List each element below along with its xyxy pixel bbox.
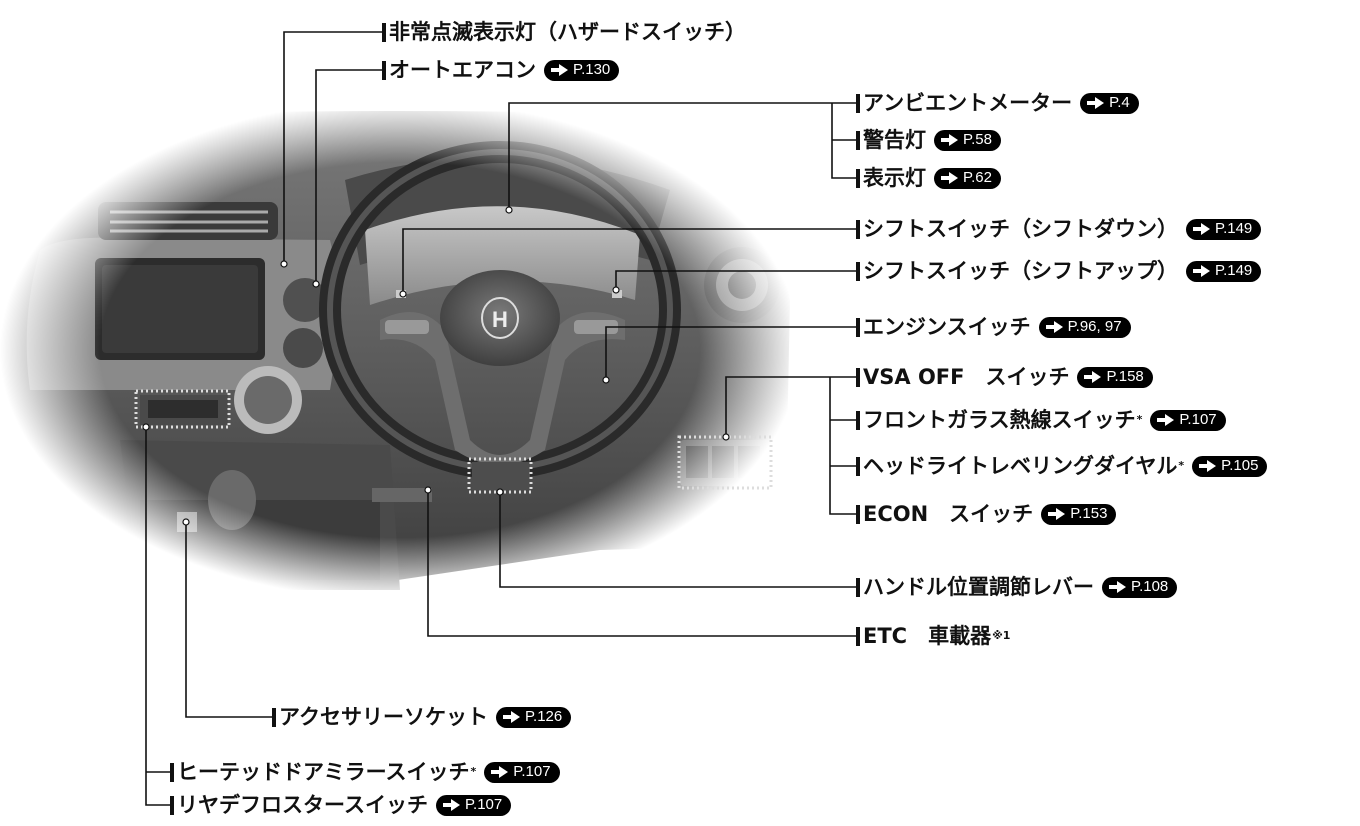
label-vsa: VSA OFF スイッチ P.158 [856,364,1153,390]
label-text: ヒーテッドドアミラースイッチ [177,759,470,785]
label-text: VSA OFF スイッチ [863,364,1069,390]
label-bar [856,220,860,239]
arrow-icon [1165,414,1174,426]
label-text: ヘッドライトレベリングダイヤル [863,453,1177,479]
page-reference-badge[interactable]: P.158 [1077,367,1152,388]
label-warning: 警告灯 P.58 [856,127,1001,153]
page-reference-badge[interactable]: P.126 [496,707,571,728]
label-bar [856,94,860,113]
label-bar [856,318,860,337]
label-text: ETC 車載器 [863,623,991,649]
page-reference-badge[interactable]: P.153 [1041,504,1116,525]
page-reference-badge[interactable]: P.96, 97 [1039,317,1131,338]
page-reference-badge[interactable]: P.107 [484,762,559,783]
arrow-icon [1117,581,1126,593]
label-bar [382,23,386,42]
label-bar [856,457,860,476]
page-reference-badge[interactable]: P.105 [1192,456,1267,477]
label-bar [856,578,860,597]
label-text: アクセサリーソケット [279,704,488,730]
label-shift-up: シフトスイッチ（シフトアップ） P.149 [856,258,1261,284]
label-mirror-heater: ヒーテッドドアミラースイッチ* P.107 [170,759,560,785]
footnote-mark: * [471,759,477,785]
label-text: アンビエントメーター [863,90,1072,116]
page-reference-badge[interactable]: P.107 [436,795,511,816]
label-text: ECON スイッチ [863,501,1033,527]
label-bar [856,627,860,646]
arrow-icon [511,711,520,723]
dashboard-photo: H [0,100,800,600]
label-headlight: ヘッドライトレベリングダイヤル* P.105 [856,453,1267,479]
label-text: 警告灯 [863,127,926,153]
label-bar [856,505,860,524]
arrow-icon [1056,508,1065,520]
arrow-icon [559,64,568,76]
label-text: エンジンスイッチ [863,314,1031,340]
footnote-mark: * [1178,453,1184,479]
page-reference-badge[interactable]: P.4 [1080,93,1139,114]
label-text: シフトスイッチ（シフトアップ） [863,258,1178,284]
label-bar [382,61,386,80]
label-hazard: 非常点滅表示灯（ハザードスイッチ） [382,19,746,45]
label-econ: ECON スイッチ P.153 [856,501,1116,527]
label-bar [856,411,860,430]
label-bar [856,169,860,188]
arrow-icon [1054,321,1063,333]
label-bar [856,368,860,387]
label-indicator: 表示灯 P.62 [856,165,1001,191]
arrow-icon [1201,265,1210,277]
label-aircon: オートエアコン P.130 [382,57,619,83]
arrow-icon [949,134,958,146]
label-text: 表示灯 [863,165,926,191]
page-reference-badge[interactable]: P.149 [1186,219,1261,240]
page-reference-badge[interactable]: P.58 [934,130,1001,151]
page-reference-badge[interactable]: P.149 [1186,261,1261,282]
label-bar [170,796,174,815]
page-reference-badge[interactable]: P.62 [934,168,1001,189]
footnote-mark: * [1137,407,1143,433]
label-ambient: アンビエントメーター P.4 [856,90,1139,116]
label-text: リヤデフロスタースイッチ [177,792,428,818]
label-windshield: フロントガラス熱線スイッチ* P.107 [856,407,1226,433]
label-bar [856,262,860,281]
label-text: 非常点滅表示灯（ハザードスイッチ） [389,19,746,45]
label-engine: エンジンスイッチ P.96, 97 [856,314,1131,340]
arrow-icon [949,172,958,184]
label-text: シフトスイッチ（シフトダウン） [863,216,1178,242]
arrow-icon [1201,223,1210,235]
arrow-icon [1092,371,1101,383]
label-rear-defroster: リヤデフロスタースイッチ P.107 [170,792,511,818]
label-text: フロントガラス熱線スイッチ [863,407,1136,433]
label-shift-down: シフトスイッチ（シフトダウン） P.149 [856,216,1261,242]
arrow-icon [1207,460,1216,472]
arrow-icon [499,766,508,778]
page-reference-badge[interactable]: P.107 [1150,410,1225,431]
label-tilt-lever: ハンドル位置調節レバー P.108 [856,574,1177,600]
page-reference-badge[interactable]: P.108 [1102,577,1177,598]
label-bar [170,763,174,782]
label-socket: アクセサリーソケット P.126 [272,704,571,730]
label-bar [856,131,860,150]
footnote-mark: ※1 [992,623,1010,649]
label-etc: ETC 車載器※1 [856,623,1010,649]
label-text: オートエアコン [389,57,536,83]
label-bar [272,708,276,727]
arrow-icon [1095,97,1104,109]
label-text: ハンドル位置調節レバー [863,574,1094,600]
arrow-icon [451,799,460,811]
page-reference-badge[interactable]: P.130 [544,60,619,81]
